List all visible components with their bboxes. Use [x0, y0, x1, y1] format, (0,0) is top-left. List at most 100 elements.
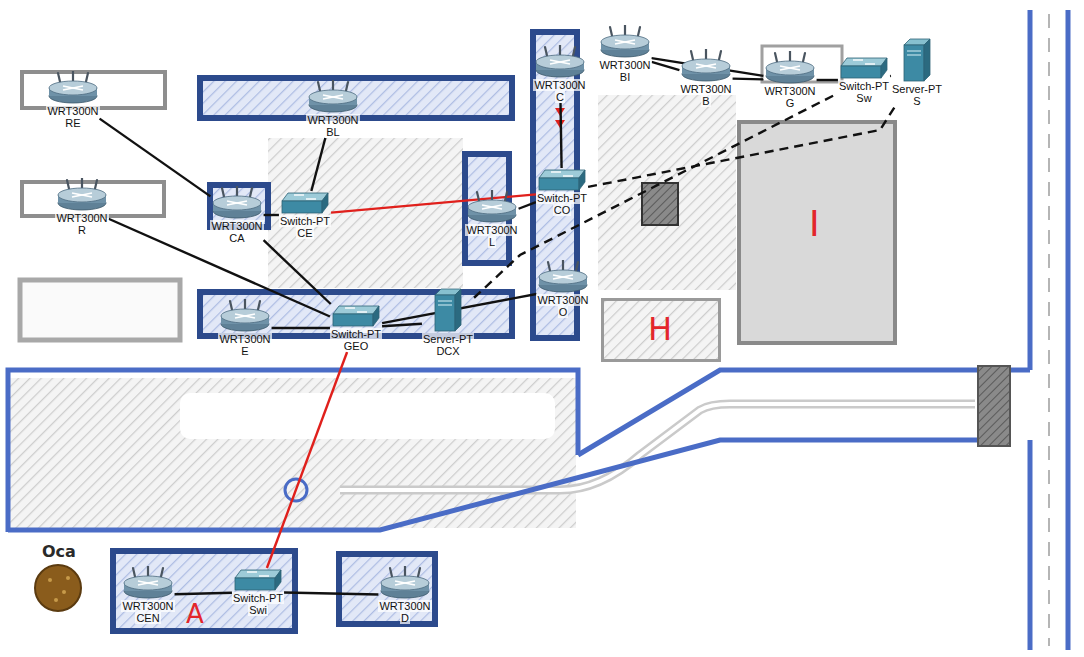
- switch: Switch-PTCO: [536, 168, 588, 216]
- router-icon: [379, 566, 431, 600]
- router-arrow: [227, 201, 247, 205]
- device-name: C: [555, 91, 565, 103]
- device-model: WRT300N: [218, 333, 271, 345]
- device-name: CA: [228, 232, 245, 244]
- router: WRT300NG: [763, 51, 816, 109]
- device-model: WRT300N: [536, 294, 589, 306]
- switch-front: [333, 314, 373, 326]
- device-model: WRT300N: [598, 59, 651, 71]
- router: WRT300NCA: [210, 186, 263, 244]
- router-arrow: [63, 86, 83, 90]
- device-model: Switch-PT: [838, 80, 890, 92]
- lane-mark: [1048, 14, 1050, 646]
- building: [642, 183, 678, 225]
- switch-top: [282, 193, 328, 201]
- router-icon: [211, 186, 263, 220]
- router: WRT300NR: [55, 178, 108, 236]
- serial-link: [474, 93, 838, 297]
- router-top: [468, 200, 516, 214]
- switch-side: [881, 58, 887, 78]
- device-name: DCX: [435, 345, 460, 357]
- switch-arrow: [247, 571, 257, 572]
- switch-front: [282, 201, 322, 213]
- switch-top: [841, 58, 887, 66]
- building: [603, 300, 720, 361]
- device-name: G: [785, 97, 796, 109]
- server-slot: [907, 50, 921, 51]
- router-arrow: [395, 581, 415, 585]
- router-top: [536, 55, 584, 69]
- hatched-ground: [598, 95, 736, 290]
- router-top: [213, 196, 261, 210]
- device-name: CEN: [135, 612, 160, 624]
- switch-icon: [537, 168, 587, 192]
- campus-building: [339, 554, 435, 624]
- tree-dot: [62, 590, 66, 594]
- building: [762, 46, 842, 82]
- switch-arrow: [853, 59, 863, 60]
- network-link: [264, 240, 331, 304]
- device-name: D: [400, 612, 410, 624]
- switch-front: [235, 578, 275, 590]
- router-top: [601, 35, 649, 49]
- router-arrow: [615, 40, 635, 44]
- server: Server-PTDCX: [422, 287, 474, 357]
- network-link: [272, 327, 330, 329]
- switch-side: [322, 193, 328, 213]
- road-edge: [1028, 10, 1033, 370]
- server-side: [924, 39, 930, 81]
- switch-side: [275, 570, 281, 590]
- switch-icon: [839, 56, 889, 80]
- router: WRT300NO: [536, 260, 589, 318]
- switch-side: [579, 170, 585, 190]
- server-icon: [433, 287, 463, 333]
- router-top: [58, 188, 106, 202]
- server-front: [435, 295, 455, 331]
- road-edge: [1028, 440, 1033, 650]
- router: WRT300NBI: [598, 25, 651, 83]
- building-letter: I: [809, 206, 820, 242]
- device-name: B: [701, 95, 710, 107]
- building: [22, 72, 165, 108]
- server-side: [455, 289, 461, 331]
- switch-arrow: [259, 575, 269, 576]
- switch-top: [539, 170, 585, 178]
- device-model: Switch-PT: [536, 192, 588, 204]
- switch-top: [333, 306, 379, 314]
- building: H: [601, 298, 721, 362]
- network-link: [264, 214, 279, 216]
- router-arrow: [615, 40, 635, 44]
- crosswalk: [978, 366, 1010, 446]
- router-icon: [534, 45, 586, 79]
- device-model: WRT300N: [533, 79, 586, 91]
- network-link: [889, 75, 892, 78]
- building: [739, 122, 895, 343]
- switch-icon: [280, 191, 330, 215]
- router-top: [124, 576, 172, 590]
- device-name: R: [77, 224, 87, 236]
- switch-arrow: [357, 311, 367, 312]
- switch-front: [539, 178, 579, 190]
- device-name: E: [240, 345, 249, 357]
- router-arrow: [227, 201, 247, 205]
- router: WRT300NBL: [306, 80, 359, 138]
- router: WRT300NRE: [46, 71, 99, 129]
- router-arrow: [550, 60, 570, 64]
- router: WRT300ND: [378, 566, 431, 624]
- network-link: [267, 352, 347, 568]
- tree: [35, 565, 81, 611]
- device-name: Swi: [248, 604, 268, 616]
- server: Server-PTS: [891, 37, 943, 107]
- router: WRT300NCEN: [121, 566, 174, 624]
- router-arrow: [72, 193, 92, 197]
- router-arrow: [696, 64, 716, 68]
- router-top: [221, 309, 269, 323]
- network-link: [109, 219, 330, 317]
- server-icon: [902, 37, 932, 83]
- router-arrow: [235, 314, 255, 318]
- server-slot: [438, 304, 452, 305]
- device-model: Switch-PT: [279, 215, 331, 227]
- network-link: [284, 593, 378, 595]
- router: WRT300NB: [679, 49, 732, 107]
- device-model: WRT300N: [121, 600, 174, 612]
